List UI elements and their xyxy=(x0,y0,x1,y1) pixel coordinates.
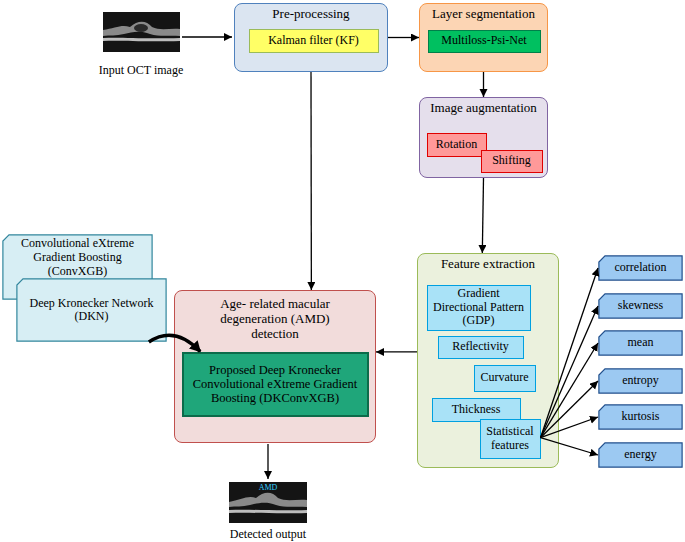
box-label: Kalman filter (KF) xyxy=(268,34,359,47)
feature-tag: energy xyxy=(598,442,683,468)
text-holder: Thickness xyxy=(433,399,520,421)
title-holder: Pre-processing xyxy=(235,7,387,22)
text-holder: Proposed Deep Kronecker Convolutional eX… xyxy=(184,354,367,415)
text-holder: Convolutional eXtreme Gradient Boosting … xyxy=(2,237,153,278)
box-label: correlation xyxy=(615,261,667,274)
box-shape xyxy=(17,279,166,341)
stage-box: Image augmentationRotationShifting xyxy=(419,97,548,178)
feature-tag: kurtosis xyxy=(598,404,683,430)
box-title: Age- related macular degeneration (AMD) … xyxy=(200,297,350,342)
box-label: Deep Kronecker Network (DKN) xyxy=(19,297,164,324)
box-label: kurtosis xyxy=(621,410,659,423)
box-label: mean xyxy=(628,336,654,349)
box-shape xyxy=(599,369,682,393)
box-label: skewness xyxy=(618,299,663,312)
image-caption: Input OCT image xyxy=(91,63,191,78)
box-shape xyxy=(599,294,682,318)
stage-box: Layer segmentationMultiloss-Psi-Net xyxy=(419,3,548,72)
text-holder: Reflectivity xyxy=(439,337,523,358)
flow-arrow xyxy=(376,351,417,352)
title-holder: Feature extraction xyxy=(418,257,558,272)
output-arrow xyxy=(267,444,268,479)
text-holder: entropy xyxy=(598,368,683,394)
input-oct-image xyxy=(103,12,180,52)
feature-box: Gradient Directional Pattern (GDP) xyxy=(427,285,531,331)
feature-tag: correlation xyxy=(598,255,683,281)
method-box: Kalman filter (KF) xyxy=(249,29,379,53)
box-shape xyxy=(599,256,682,280)
text-holder: kurtosis xyxy=(598,404,683,430)
box-label: Rotation xyxy=(436,138,477,151)
model-box: Deep Kronecker Network (DKN) xyxy=(16,278,167,342)
input-arrow xyxy=(182,36,232,37)
box-label: Reflectivity xyxy=(452,340,509,353)
box-label: Proposed Deep Kronecker Convolutional eX… xyxy=(187,363,364,405)
stage-box: Feature extractionGradient Directional P… xyxy=(417,253,559,468)
text-holder: Deep Kronecker Network (DKN) xyxy=(16,278,167,342)
box-shape xyxy=(599,331,682,355)
method-box: Rotation xyxy=(427,133,487,157)
proposed-box: Proposed Deep Kronecker Convolutional eX… xyxy=(182,352,369,417)
box-label: Convolutional eXtreme Gradient Boosting … xyxy=(8,237,147,278)
box-label: entropy xyxy=(622,374,659,387)
feature-tag: skewness xyxy=(598,293,683,319)
stage-box: Age- related macular degeneration (AMD) … xyxy=(174,290,376,443)
text-holder: energy xyxy=(598,442,683,468)
box-label: Statistical features xyxy=(484,425,537,452)
box-label: Curvature xyxy=(481,371,529,384)
output-oct-image xyxy=(229,482,307,523)
box-shape xyxy=(599,405,682,429)
text-holder: Rotation xyxy=(428,134,486,156)
flow-arrow xyxy=(482,178,483,253)
text-holder: Gradient Directional Pattern (GDP) xyxy=(428,286,530,330)
feature-box: Statistical features xyxy=(480,419,541,459)
box-label: Thickness xyxy=(452,403,501,416)
box-label: Gradient Directional Pattern (GDP) xyxy=(431,287,527,327)
stage-box: Pre-processingKalman filter (KF) xyxy=(234,3,388,72)
image-tag: AMD xyxy=(229,483,307,492)
box-label: energy xyxy=(624,448,656,461)
text-holder: Curvature xyxy=(475,366,535,391)
box-shape xyxy=(599,443,682,467)
box-label: Shifting xyxy=(492,154,531,167)
box-title: Layer segmentation xyxy=(420,7,547,22)
feature-tag: mean xyxy=(598,330,683,356)
text-holder: skewness xyxy=(598,293,683,319)
text-holder: mean xyxy=(598,330,683,356)
text-holder: Statistical features xyxy=(481,420,540,458)
text-holder: Kalman filter (KF) xyxy=(250,30,378,52)
flow-arrow xyxy=(388,37,419,38)
box-title: Feature extraction xyxy=(418,257,558,272)
text-holder: correlation xyxy=(598,255,683,281)
title-holder: Image augmentation xyxy=(420,101,547,116)
box-title: Pre-processing xyxy=(235,7,387,22)
feature-box: Reflectivity xyxy=(438,336,524,359)
method-box: Multiloss-Psi-Net xyxy=(428,30,541,53)
feature-box: Curvature xyxy=(474,365,536,392)
image-caption: Detected output xyxy=(208,527,328,542)
method-box: Shifting xyxy=(481,150,543,173)
box-label: Multiloss-Psi-Net xyxy=(441,34,526,47)
text-holder: Multiloss-Psi-Net xyxy=(429,31,540,52)
flow-arrow xyxy=(310,72,312,290)
text-holder: Shifting xyxy=(482,151,542,172)
title-holder: Layer segmentation xyxy=(420,7,547,22)
flow-arrow xyxy=(483,72,484,97)
title-holder: Age- related macular degeneration (AMD) … xyxy=(200,297,350,342)
box-title: Image augmentation xyxy=(420,101,547,116)
feature-tag: entropy xyxy=(598,368,683,394)
